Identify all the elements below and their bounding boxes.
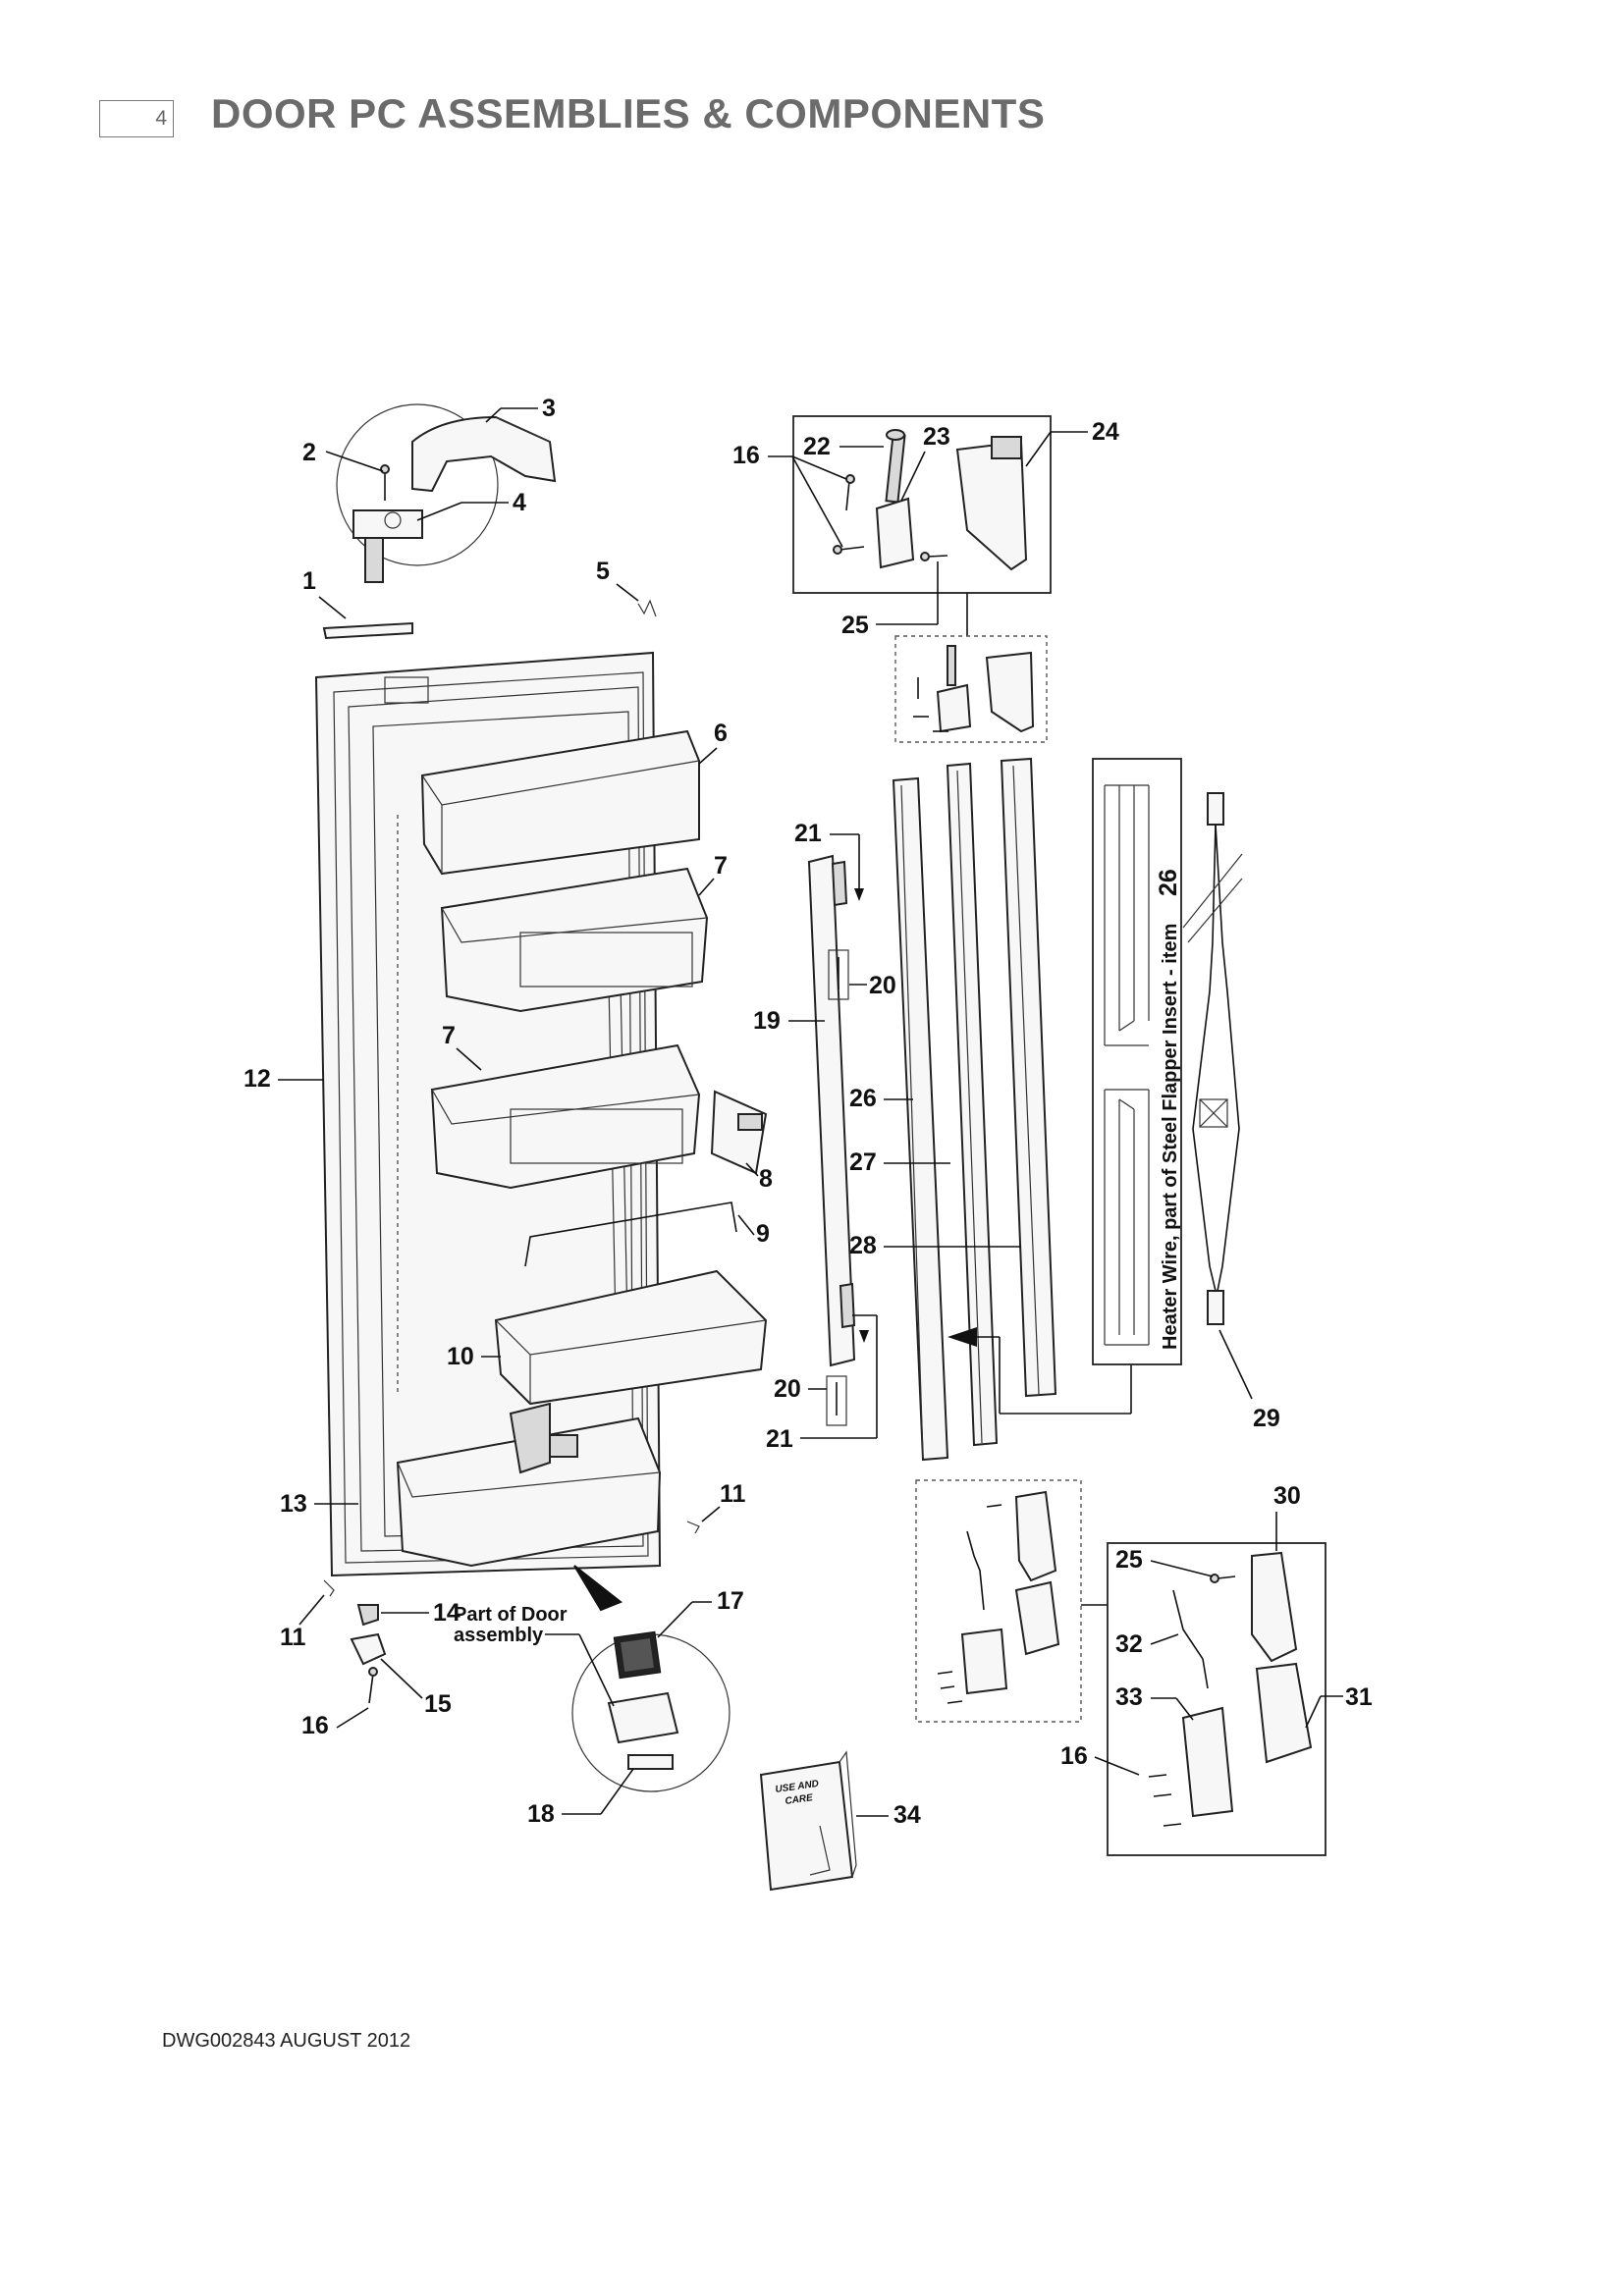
handle-part <box>607 1691 679 1744</box>
callout-8: 8 <box>759 1165 773 1193</box>
callout-16b: 16 <box>732 442 760 469</box>
top-hinge-detail-box <box>792 415 1052 594</box>
callout-1: 1 <box>302 567 316 595</box>
dairy-compartment-part <box>420 729 700 876</box>
callout-30: 30 <box>1273 1482 1301 1510</box>
callout-31: 31 <box>1345 1683 1373 1711</box>
heater-wire-29-part <box>1182 792 1243 1325</box>
bottom-hinge-part <box>350 1632 387 1666</box>
part-of-door-note-1: Part of Door <box>454 1604 568 1626</box>
alt-bottom-hinge-box <box>915 1479 1082 1723</box>
part-of-door-note-2: assembly <box>454 1625 544 1646</box>
bottom-hinge-bushing-part <box>356 1604 379 1627</box>
flapper-strip-28-part <box>1000 757 1057 1398</box>
callout-16a: 16 <box>301 1712 329 1739</box>
clip-11-right-part <box>686 1521 700 1534</box>
callout-10: 10 <box>447 1343 474 1370</box>
callout-4: 4 <box>513 489 526 516</box>
callout-29: 29 <box>1253 1405 1280 1432</box>
callout-9: 9 <box>756 1220 770 1248</box>
callout-25a: 25 <box>841 612 869 639</box>
door-bin-lower-part <box>430 1043 701 1190</box>
heater-wire-label: Heater Wire, part of Steel Flapper Inser… <box>1160 924 1181 1350</box>
bottom-hinge-assy-detail <box>1148 1551 1313 1827</box>
door-bin-upper-part <box>440 867 709 1013</box>
callout-28: 28 <box>849 1232 877 1259</box>
top-hinge-group <box>336 403 557 583</box>
callout-20b: 20 <box>774 1375 801 1403</box>
callout-12: 12 <box>244 1065 271 1093</box>
callout-5: 5 <box>596 558 610 585</box>
bottom-hinge-detail-box <box>1107 1542 1326 1856</box>
callout-20a: 20 <box>869 972 896 999</box>
callout-21a: 21 <box>794 820 822 847</box>
alt-bottom-hinge-detail <box>937 1490 1060 1704</box>
steel-flapper-insert-part <box>892 776 949 1462</box>
callout-33: 33 <box>1115 1683 1143 1711</box>
callout-21b: 21 <box>766 1425 793 1453</box>
page-number: 4 <box>155 107 167 130</box>
callout-11a: 11 <box>720 1480 746 1508</box>
pin-20-lower-box <box>826 1375 847 1426</box>
manual-label-2: CARE <box>785 1792 814 1807</box>
callout-17: 17 <box>717 1587 744 1615</box>
vertical-hinge-strip-part <box>807 854 856 1367</box>
page-number-box: 4 <box>99 100 174 137</box>
callout-18: 18 <box>527 1800 555 1828</box>
alt-top-hinge-detail <box>913 645 1035 733</box>
door-rail-part <box>524 1201 737 1267</box>
callout-11b: 11 <box>280 1624 306 1651</box>
alt-top-hinge-box <box>894 635 1048 743</box>
callout-3: 3 <box>542 395 556 422</box>
callout-2: 2 <box>302 439 316 466</box>
callout-13: 13 <box>280 1490 307 1518</box>
callout-32: 32 <box>1115 1630 1143 1658</box>
callout-34: 34 <box>893 1801 921 1829</box>
heater-wire-item: 26 <box>1155 869 1182 896</box>
callout-26: 26 <box>849 1085 877 1112</box>
callout-6: 6 <box>714 720 728 747</box>
page-title: DOOR PC ASSEMBLIES & COMPONENTS <box>211 90 1046 136</box>
callout-19: 19 <box>753 1007 781 1035</box>
heater-wire-panel <box>1092 758 1182 1365</box>
clip-5-part <box>637 599 657 617</box>
drawing-reference: DWG002843 AUGUST 2012 <box>162 2030 411 2052</box>
heater-wire-diagram <box>1104 784 1150 1346</box>
callout-25b: 25 <box>1115 1546 1143 1574</box>
door-bin-10-part <box>494 1269 768 1406</box>
hinge-screw-16-part <box>368 1673 374 1704</box>
cap-part <box>627 1754 674 1770</box>
callout-27: 27 <box>849 1148 877 1176</box>
callout-23: 23 <box>923 423 950 451</box>
clip-11-left-part <box>323 1579 335 1597</box>
callout-7b: 7 <box>442 1022 456 1049</box>
hinge-screw-part <box>380 464 390 474</box>
hinge-plate-part <box>352 509 423 539</box>
hinge-cover-part <box>411 415 557 493</box>
callout-16c: 16 <box>1060 1742 1088 1770</box>
bottom-door-bin-part <box>396 1402 662 1568</box>
detail-pointer <box>573 1565 623 1612</box>
callout-22: 22 <box>803 433 831 460</box>
bin-bracket-part <box>710 1090 768 1175</box>
pin-20-upper-box <box>828 949 849 1000</box>
top-trim-part <box>322 621 413 640</box>
callout-24: 24 <box>1092 418 1119 446</box>
callout-15: 15 <box>424 1690 452 1718</box>
flapper-strip-27-part <box>946 762 999 1447</box>
callout-7a: 7 <box>714 852 728 880</box>
insert-arrow <box>947 1327 977 1347</box>
use-and-care-manual-part: USE AND CARE <box>759 1750 857 1892</box>
top-hinge-assy-detail <box>833 429 1028 571</box>
callout-14: 14 <box>433 1599 460 1627</box>
